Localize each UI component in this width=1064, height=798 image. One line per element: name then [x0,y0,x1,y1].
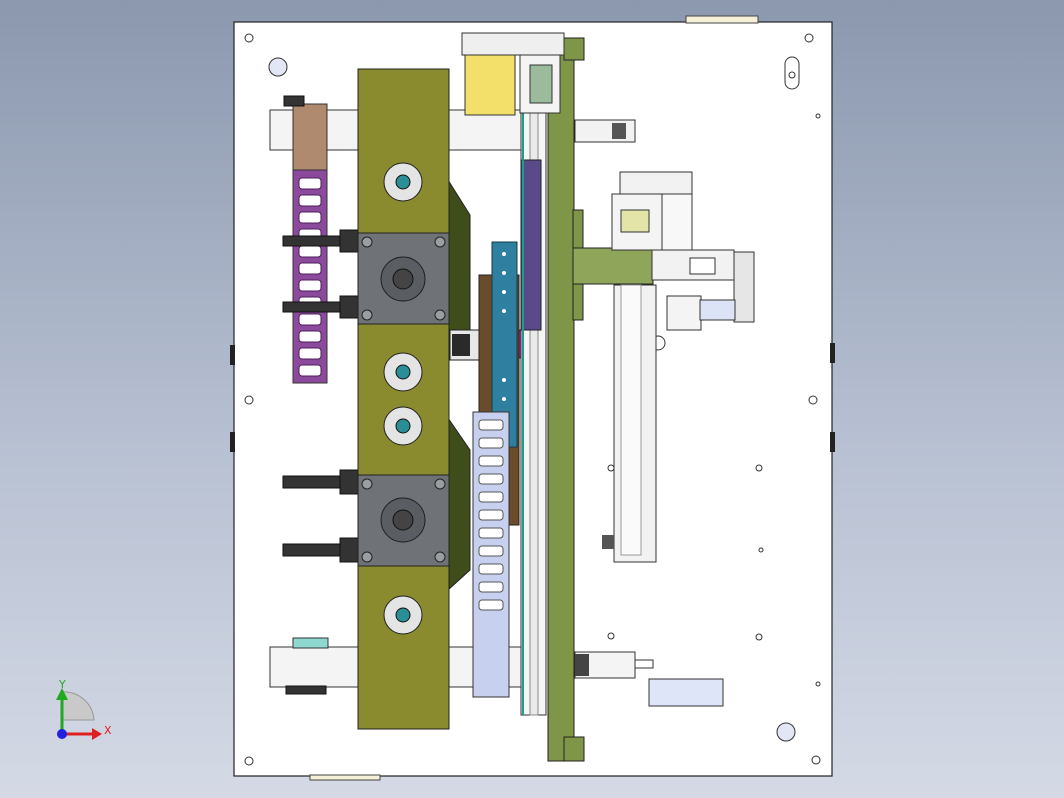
plate-clip-left-1 [230,345,235,365]
motor-lower-right [666,295,702,331]
gray-block-bolts [361,236,446,563]
gripper-dark [452,334,470,356]
green-rail-bottom [563,736,585,762]
locating-pin-bottom [776,722,796,742]
small-motor-dark [575,654,589,676]
motor-cap-right [619,171,693,195]
y-arrow-head [56,688,68,700]
plate-clip-left-2 [230,432,235,452]
mounting-holes [244,33,821,766]
motor-dial [689,257,716,275]
small-motor-shaft [634,659,654,669]
light-blue-comb-slots [478,419,504,611]
motor-gear-right [620,209,650,233]
plate-tab-bottom [309,774,381,781]
z-axis-dot [57,729,67,739]
green-rail-top [563,37,585,61]
vertical-slider-inner [620,284,642,556]
locating-pin-top [268,57,288,77]
teal-bracket [292,637,329,649]
rail-bracket-clamp [612,123,626,139]
x-arrow-head [92,728,102,740]
plate-clip-right-1 [830,343,835,363]
flange-bearings [383,162,423,635]
pneumatic-fittings [282,95,361,695]
plate-tab-top [685,15,759,24]
purple-carriage [520,159,542,331]
coordinate-triad: Y X [56,678,112,740]
motor-side-right [661,193,693,251]
coupling-core [529,64,553,104]
tan-cap [292,103,328,171]
top-motor-housing [461,32,565,56]
x-axis-label: X [104,724,112,737]
motor-lower-blue [699,299,736,321]
plate-clip-right-2 [830,432,835,452]
motor-box-right [733,251,755,323]
yellow-motor [464,54,516,116]
label-plate [648,678,724,707]
cylinder-bores [380,256,426,543]
y-axis-label: Y [58,678,66,691]
slider-clamp [602,535,614,549]
olive-arm [572,247,654,285]
slot-hole-center [788,71,796,79]
green-rail [547,37,575,762]
